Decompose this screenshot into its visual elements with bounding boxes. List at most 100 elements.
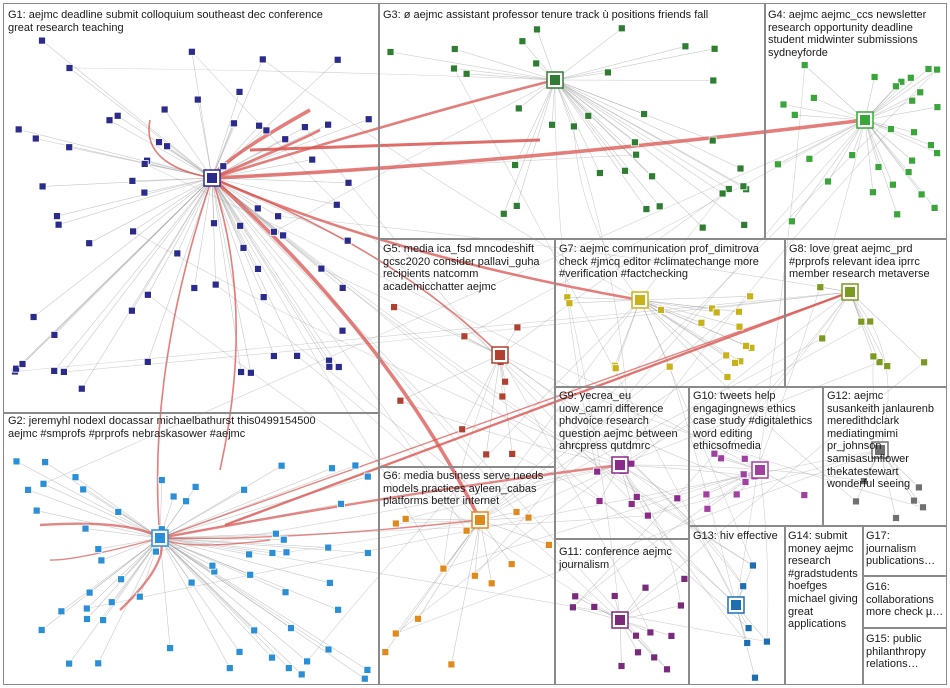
vertex <box>709 76 718 85</box>
group-label-line: meredithdclark <box>827 415 900 428</box>
edge <box>211 59 264 179</box>
vertex <box>360 674 369 683</box>
edge <box>194 177 213 289</box>
vertex <box>253 204 262 213</box>
vertex <box>641 583 650 592</box>
vertex <box>680 575 689 583</box>
vertex <box>155 138 163 147</box>
vertex <box>910 496 918 505</box>
edge-heavy <box>211 177 237 471</box>
vertex <box>910 128 918 137</box>
vertex <box>160 105 169 114</box>
vertex <box>723 373 732 381</box>
group-label-line: money aejmc <box>788 542 854 555</box>
vertex <box>38 182 47 191</box>
group-label-line: gcsc2020 consider pallavi_guha <box>383 255 540 268</box>
vertex <box>739 582 748 591</box>
edge <box>400 354 501 401</box>
vertex <box>904 168 913 177</box>
group-label-line: philanthropy <box>866 645 926 658</box>
edge <box>619 128 892 466</box>
vertex <box>71 473 80 482</box>
edge <box>554 79 645 115</box>
vertex <box>818 334 827 343</box>
vertex <box>351 461 360 470</box>
vertex <box>908 156 916 165</box>
edge-heavy <box>148 119 213 179</box>
group-label-line: G10: tweets help <box>693 390 776 402</box>
edge <box>849 291 880 363</box>
vertex <box>749 561 757 570</box>
vertex <box>166 644 175 652</box>
vertex <box>869 188 877 197</box>
vertex <box>458 425 467 434</box>
edge <box>400 400 621 466</box>
edge <box>211 177 444 569</box>
edge <box>619 464 748 644</box>
vertex <box>507 560 516 568</box>
vertex <box>277 461 286 470</box>
edge <box>159 537 250 555</box>
edge <box>58 177 213 225</box>
vertex <box>324 120 333 129</box>
vertex <box>611 364 620 373</box>
edge <box>144 163 761 471</box>
vertex <box>513 323 522 332</box>
vertex <box>933 103 942 111</box>
vertex <box>85 588 94 597</box>
group-label-line: G14: submit <box>788 530 848 542</box>
vertex <box>657 305 665 314</box>
edge <box>619 464 744 587</box>
vertex <box>114 507 123 516</box>
vertex <box>571 592 580 601</box>
vertex <box>274 212 283 221</box>
vertex <box>917 190 926 199</box>
group-label-line: collaborations <box>866 593 934 606</box>
vertex <box>279 231 288 240</box>
vertex <box>140 188 149 197</box>
vertex <box>169 492 178 501</box>
edge <box>639 299 754 566</box>
edge <box>869 321 889 451</box>
vertex <box>338 283 347 292</box>
vertex <box>401 515 410 523</box>
edge <box>296 355 481 521</box>
vertex <box>77 384 86 393</box>
vertex <box>208 561 217 570</box>
vertex <box>710 44 719 53</box>
vertex <box>735 322 744 331</box>
hub-vertex-image <box>207 173 217 183</box>
vertex <box>210 219 218 228</box>
vertex <box>94 545 103 553</box>
edge <box>619 605 681 621</box>
edge <box>479 338 823 521</box>
vertex <box>751 673 759 682</box>
edge <box>56 177 213 217</box>
edge <box>159 476 368 539</box>
vertex <box>325 579 334 587</box>
group-label-line: phdvoice research <box>559 415 649 428</box>
vertex <box>254 264 262 273</box>
vertex <box>107 598 116 607</box>
vertex <box>501 377 510 386</box>
edge <box>619 361 880 466</box>
hub-vertex-image <box>475 515 485 525</box>
edge <box>759 469 769 642</box>
vertex <box>774 160 782 169</box>
vertex <box>593 467 602 476</box>
vertex <box>439 564 448 573</box>
edge <box>159 537 231 669</box>
group-label-line: G11: conference aejmc <box>559 546 672 558</box>
edge <box>35 138 213 179</box>
vertex <box>284 664 293 672</box>
vertex <box>569 603 577 612</box>
edge <box>395 449 881 634</box>
vertex <box>187 578 196 587</box>
edge <box>849 291 888 367</box>
edge <box>132 231 621 466</box>
group-label-line: member research metaverse <box>789 268 930 281</box>
edge <box>147 177 213 295</box>
group-label-line: aejmc #smprofs #prprofs nebraskasower #a… <box>8 427 246 440</box>
